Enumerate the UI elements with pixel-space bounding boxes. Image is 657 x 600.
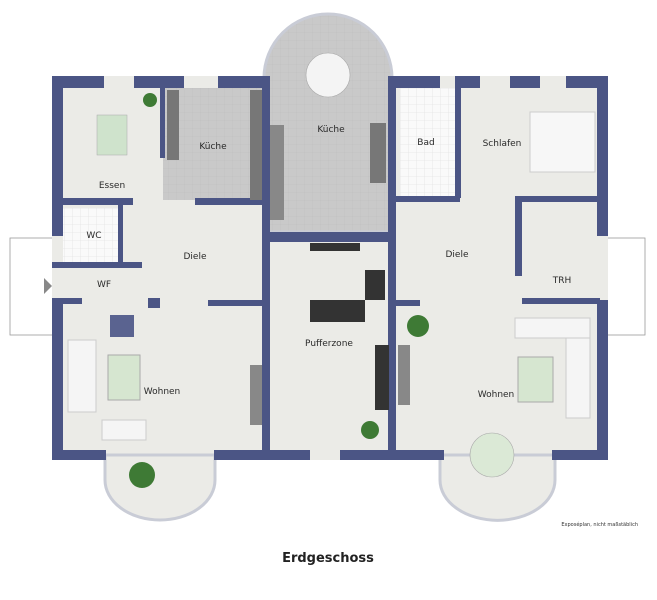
bay-window-left: [103, 453, 217, 522]
coffee-table: [517, 356, 554, 403]
room-label-pufferzone: Pufferzone: [305, 339, 353, 349]
room-label-bad: Bad: [417, 138, 434, 148]
cabinet: [398, 345, 410, 405]
plant-icon: [143, 93, 157, 107]
kitchen-center-floor: [262, 12, 394, 234]
room-label-wf: WF: [97, 280, 111, 290]
room-label-kueche-left: Küche: [199, 142, 227, 152]
bay-window-right: [438, 453, 557, 522]
sofa: [67, 339, 97, 413]
room-label-kueche-center: Küche: [317, 125, 345, 135]
sofa: [101, 419, 147, 441]
plant-icon: [129, 462, 155, 488]
room-label-wc: WC: [86, 231, 101, 241]
furniture: [67, 52, 596, 488]
scale-note: Exposéplan, nicht maßstäblich: [561, 521, 638, 528]
bed: [529, 111, 596, 173]
kitchen-counter: [167, 90, 179, 160]
shelf: [310, 243, 360, 251]
entrance-arrow-icon: [44, 278, 52, 294]
kitchen-island: [370, 123, 386, 183]
kitchen-counter: [250, 90, 262, 200]
kitchen-left-floor: [163, 88, 263, 200]
sofa: [565, 337, 591, 419]
cabinet: [375, 345, 389, 410]
plant-icon: [361, 421, 379, 439]
room-label-trh: TRH: [552, 276, 572, 286]
room-label-wohnen-right: Wohnen: [478, 390, 515, 400]
wc-floor: [63, 208, 121, 262]
cabinet: [250, 365, 262, 425]
bath-floor: [400, 88, 458, 198]
room-label-schlafen: Schlafen: [483, 139, 522, 149]
room-label-diele-right: Diele: [445, 250, 468, 260]
room-label-diele-left: Diele: [183, 252, 206, 262]
room-label-essen: Essen: [99, 181, 125, 191]
kitchen-counter: [270, 125, 284, 220]
walls: [52, 76, 608, 460]
coffee-table: [107, 354, 141, 401]
sofa: [514, 317, 591, 339]
armchair: [110, 315, 134, 337]
floor-title: Erdgeschoss: [282, 551, 374, 566]
room-label-wohnen-left: Wohnen: [144, 387, 181, 397]
plant-icon: [407, 315, 429, 337]
round-table: [305, 52, 351, 98]
round-table: [469, 432, 515, 478]
dining-table: [96, 114, 128, 156]
desk: [310, 270, 385, 322]
